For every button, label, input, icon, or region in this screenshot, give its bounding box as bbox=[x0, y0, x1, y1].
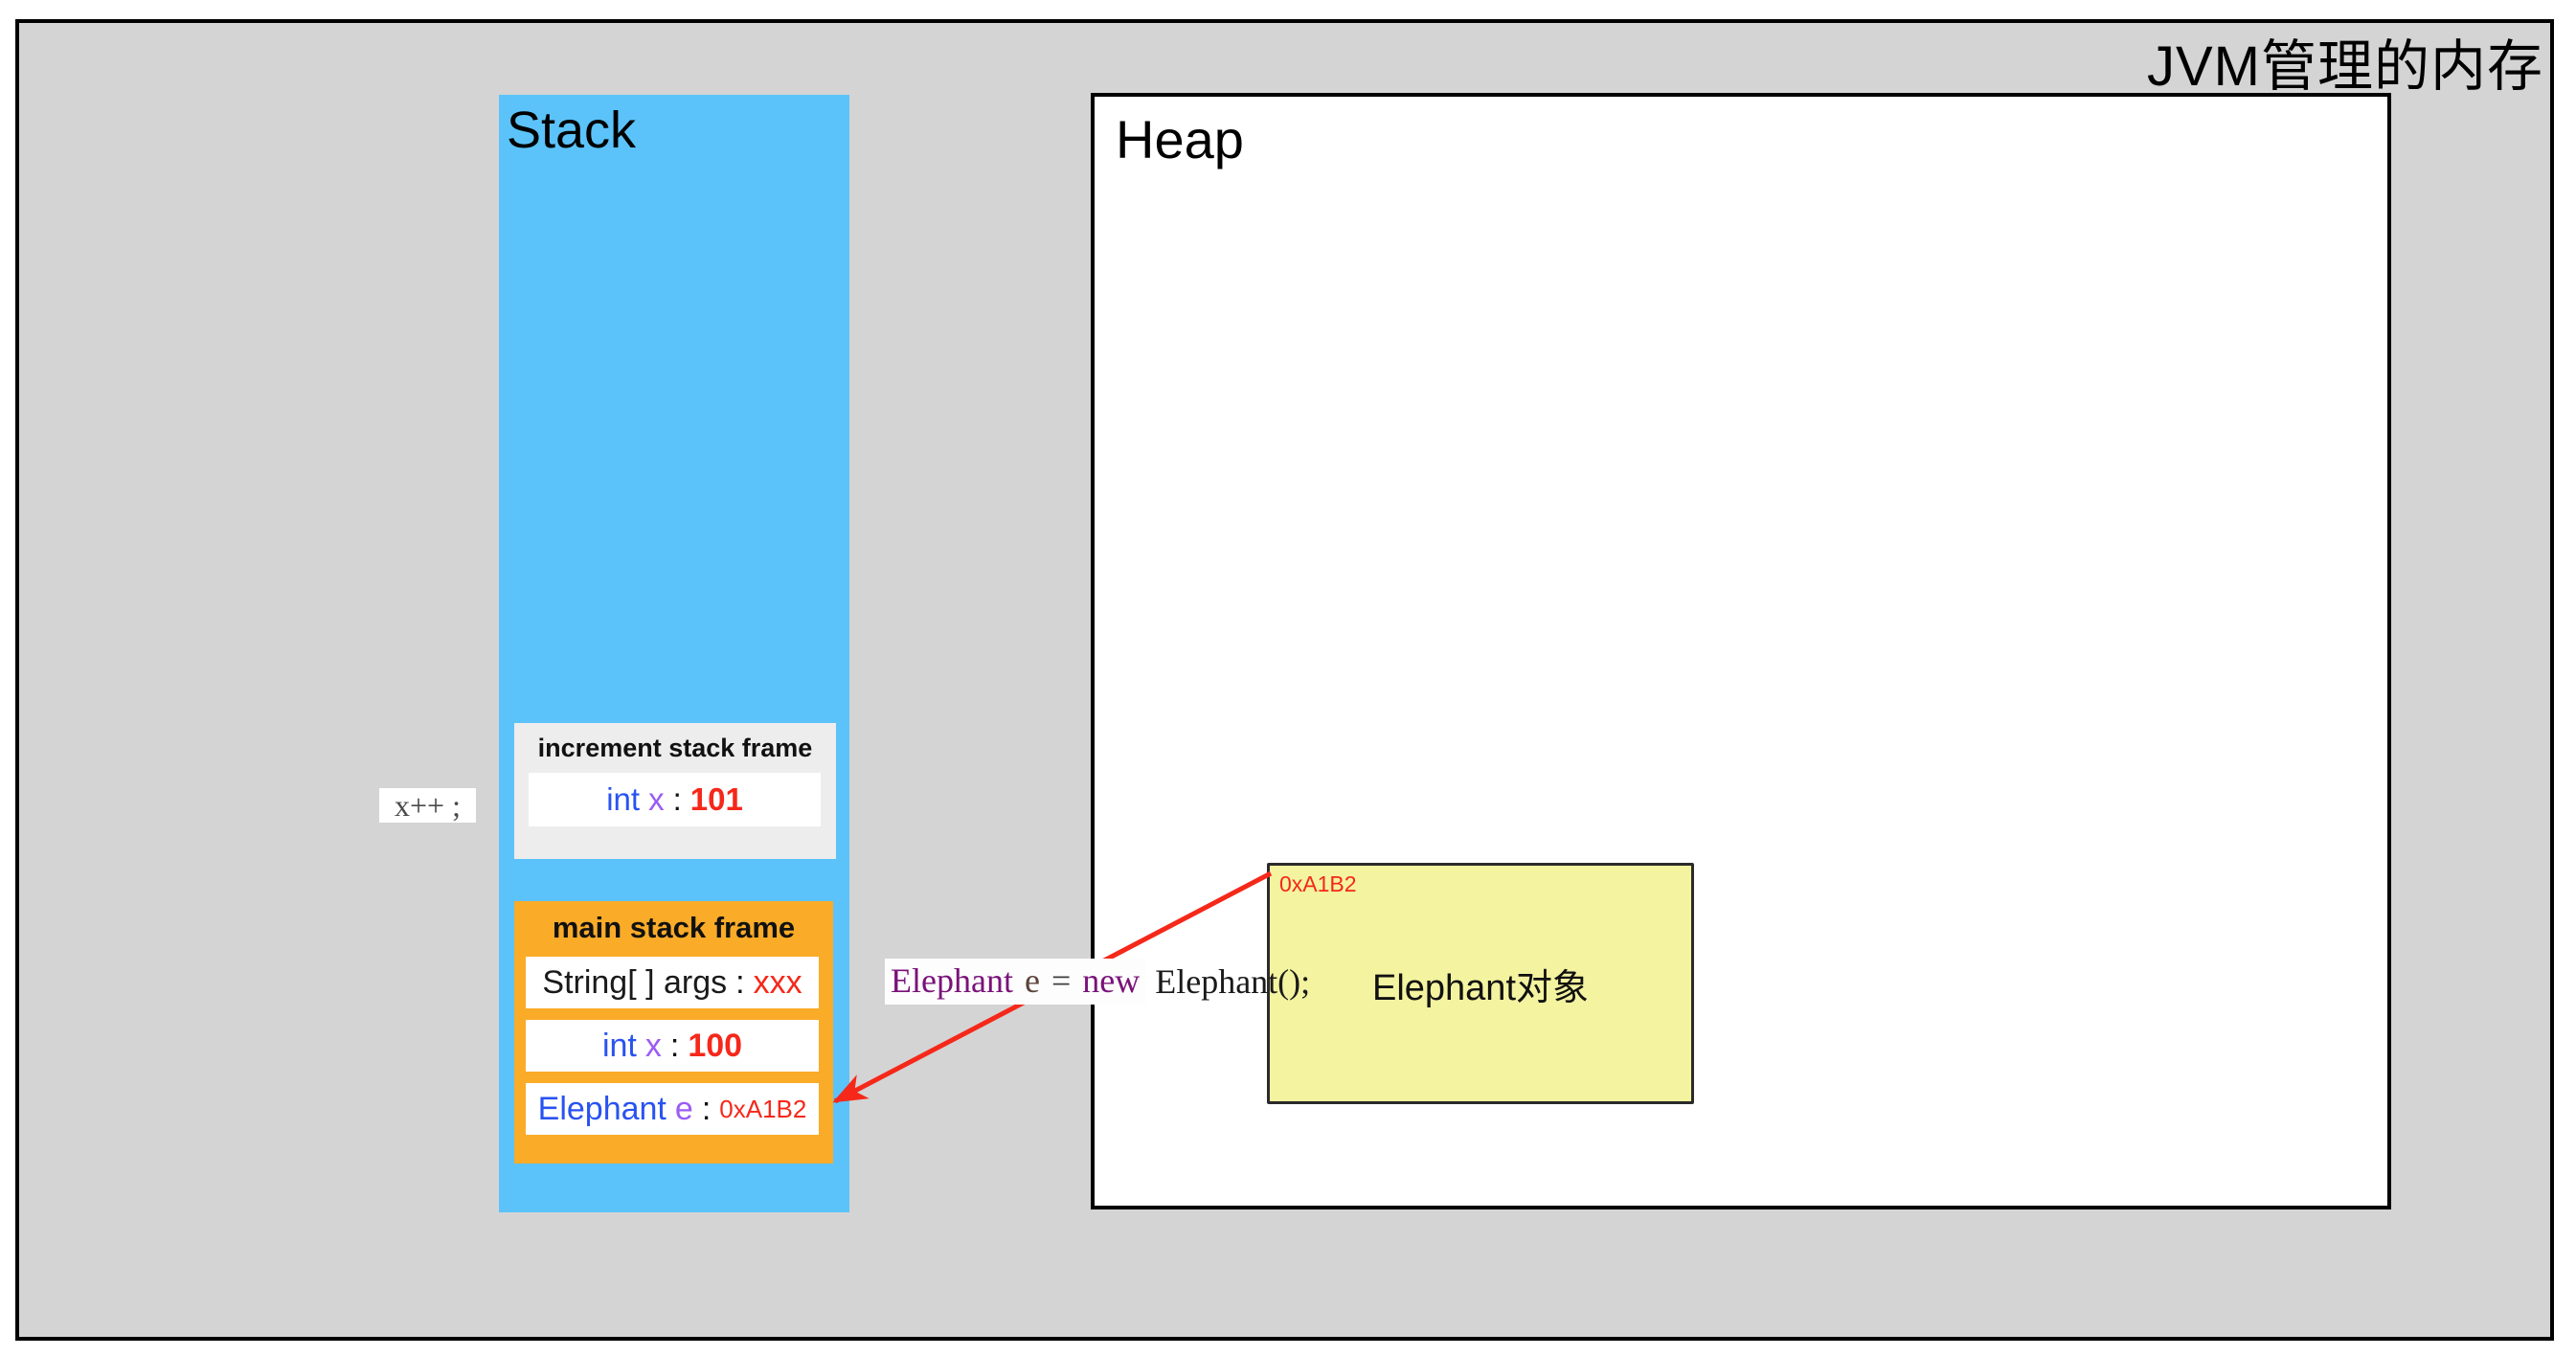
var-declaration: String[ ] args bbox=[542, 963, 728, 1001]
code-class-name: Elephant bbox=[891, 961, 1013, 1000]
var-type: int bbox=[601, 1027, 637, 1064]
separator: : bbox=[735, 963, 745, 1001]
separator: : bbox=[672, 781, 682, 817]
variable-row-elephant-e: Elephant e : 0xA1B2 bbox=[526, 1083, 819, 1135]
main-stack-frame-title: main stack frame bbox=[552, 911, 796, 944]
var-value: 101 bbox=[689, 781, 743, 817]
main-stack-frame: main stack frame String[ ] args : xxx in… bbox=[514, 901, 833, 1164]
object-address: 0xA1B2 bbox=[1279, 871, 1357, 896]
object-label: Elephant对象 bbox=[1371, 967, 1589, 1008]
var-type: Elephant bbox=[537, 1090, 667, 1127]
var-value: 100 bbox=[688, 1027, 743, 1064]
var-name: e bbox=[674, 1090, 693, 1127]
var-type: int bbox=[606, 781, 641, 817]
var-name: x bbox=[648, 781, 665, 817]
code-var-name: e bbox=[1024, 961, 1040, 1000]
var-value-reference: 0xA1B2 bbox=[719, 1094, 807, 1123]
var-value: xxx bbox=[753, 963, 802, 1001]
code-new-keyword: new bbox=[1082, 961, 1141, 1000]
code-equals: = bbox=[1051, 961, 1072, 1000]
heap-label: Heap bbox=[1116, 109, 1244, 170]
increment-stack-frame: increment stack frame int x : 101 bbox=[514, 723, 836, 859]
separator: : bbox=[701, 1090, 712, 1127]
variable-row-args: String[ ] args : xxx bbox=[526, 957, 819, 1008]
assignment-highlighted-part: Elephant e = new bbox=[885, 959, 1146, 1005]
assignment-statement-label: Elephant e = new Elephant(); bbox=[885, 959, 1311, 1005]
variable-row-int-x-101: int x : 101 bbox=[529, 773, 821, 826]
separator: : bbox=[669, 1027, 680, 1064]
increment-statement-label: x++ ; bbox=[379, 788, 476, 823]
stack-label: Stack bbox=[507, 102, 637, 159]
code-constructor-call: Elephant(); bbox=[1155, 962, 1311, 1001]
stack-region: Stack increment stack frame int x : 101 … bbox=[499, 95, 849, 1212]
increment-stack-frame-title: increment stack frame bbox=[537, 734, 813, 762]
variable-row-int-x-100: int x : 100 bbox=[526, 1020, 819, 1072]
elephant-object-box: 0xA1B2 Elephant对象 bbox=[1267, 863, 1694, 1104]
var-name: x bbox=[644, 1027, 662, 1064]
page-title: JVM管理的内存 bbox=[2146, 35, 2543, 98]
